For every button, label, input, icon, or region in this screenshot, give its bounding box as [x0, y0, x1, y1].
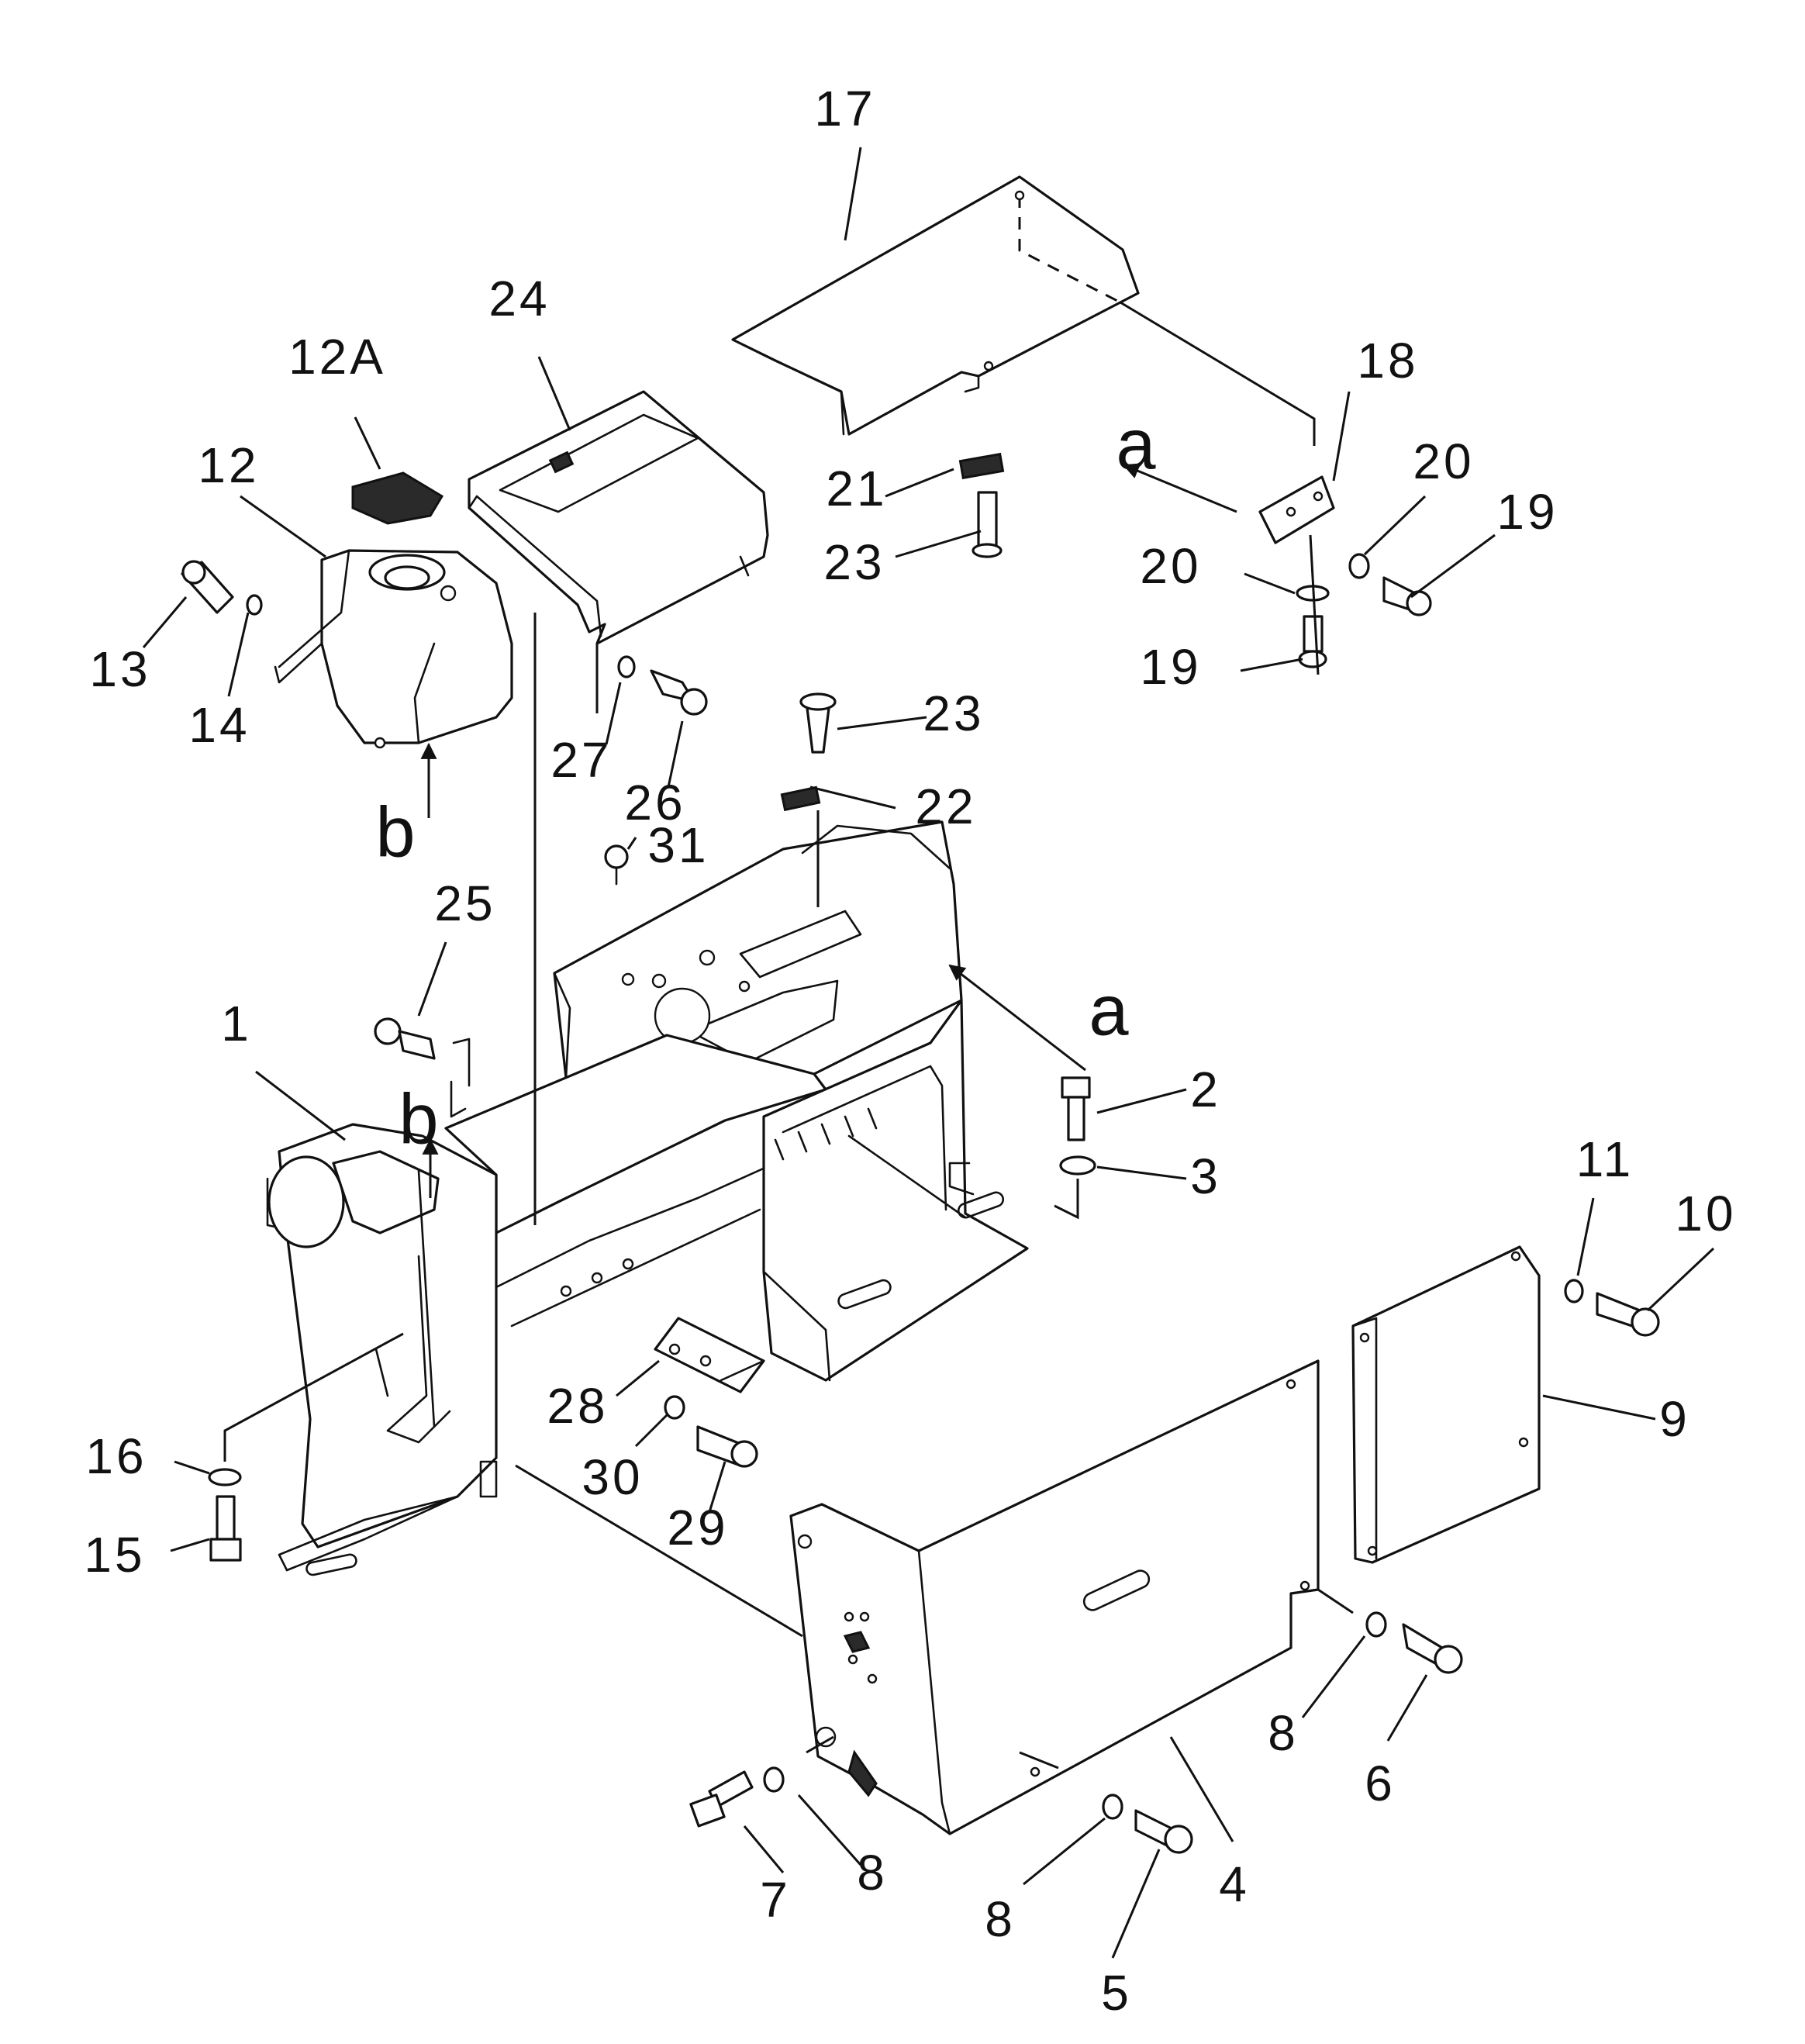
callout-18: 18 [1357, 333, 1418, 388]
callout-leaders [142, 147, 1715, 1959]
callout-23b: 23 [923, 685, 984, 741]
callout-2: 2 [1190, 1062, 1221, 1117]
callout-12a: 12A [288, 329, 386, 385]
view-markers: a a b b [375, 405, 1156, 1158]
callout-5: 5 [1101, 1965, 1132, 2021]
callout-28: 28 [547, 1378, 608, 1434]
callout-7: 7 [760, 1872, 791, 1928]
callout-12: 12 [198, 437, 259, 493]
callout-20a: 20 [1413, 433, 1474, 489]
view-marker-b-frame: b [399, 1079, 438, 1158]
part-24-console-cover [468, 390, 769, 645]
callout-26: 26 [624, 775, 685, 830]
callout-20b: 20 [1140, 538, 1201, 594]
view-marker-a-right: a [1089, 971, 1129, 1050]
callout-10: 10 [1675, 1186, 1736, 1241]
callout-24: 24 [488, 271, 550, 326]
callout-13: 13 [89, 641, 150, 697]
callout-1: 1 [221, 996, 252, 1051]
part-12a-cap [351, 471, 444, 525]
assembly-lines [420, 463, 1354, 1770]
callout-25: 25 [434, 875, 495, 931]
callout-21: 21 [826, 461, 887, 516]
callout-11: 11 [1576, 1131, 1634, 1187]
part-28-plate [654, 1317, 765, 1393]
callout-14: 14 [188, 697, 250, 753]
callout-27: 27 [550, 732, 612, 788]
view-marker-a-top: a [1116, 405, 1156, 484]
callout-9: 9 [1659, 1391, 1690, 1447]
part-9-panel [1351, 1245, 1541, 1564]
callout-30: 30 [582, 1449, 643, 1505]
callout-29: 29 [667, 1500, 728, 1555]
callout-17: 17 [814, 81, 875, 136]
part-17-top-cover [731, 175, 1316, 446]
part-4-side-cover [789, 1359, 1320, 1835]
callout-16: 16 [85, 1428, 147, 1484]
view-marker-b-left: b [375, 792, 415, 872]
callout-4: 4 [1219, 1856, 1250, 1912]
callout-labels: 17 24 12A 12 13 14 18 20 19 20 19 21 23 … [84, 81, 1736, 2021]
callout-3: 3 [1190, 1148, 1221, 1204]
callout-8b: 8 [857, 1845, 888, 1901]
callout-22: 22 [915, 779, 976, 834]
callout-23a: 23 [823, 534, 885, 590]
callout-6: 6 [1365, 1756, 1396, 1811]
hardware-fasteners [181, 452, 1660, 1854]
callout-19a: 19 [1496, 484, 1558, 540]
part-1-console-frame [266, 820, 1029, 1576]
callout-31: 31 [647, 817, 709, 873]
part-12-steering-cover [274, 549, 513, 749]
callout-8a: 8 [1268, 1705, 1299, 1761]
callout-19b: 19 [1140, 639, 1201, 695]
callout-8c: 8 [985, 1891, 1016, 1947]
callout-15: 15 [84, 1527, 145, 1583]
